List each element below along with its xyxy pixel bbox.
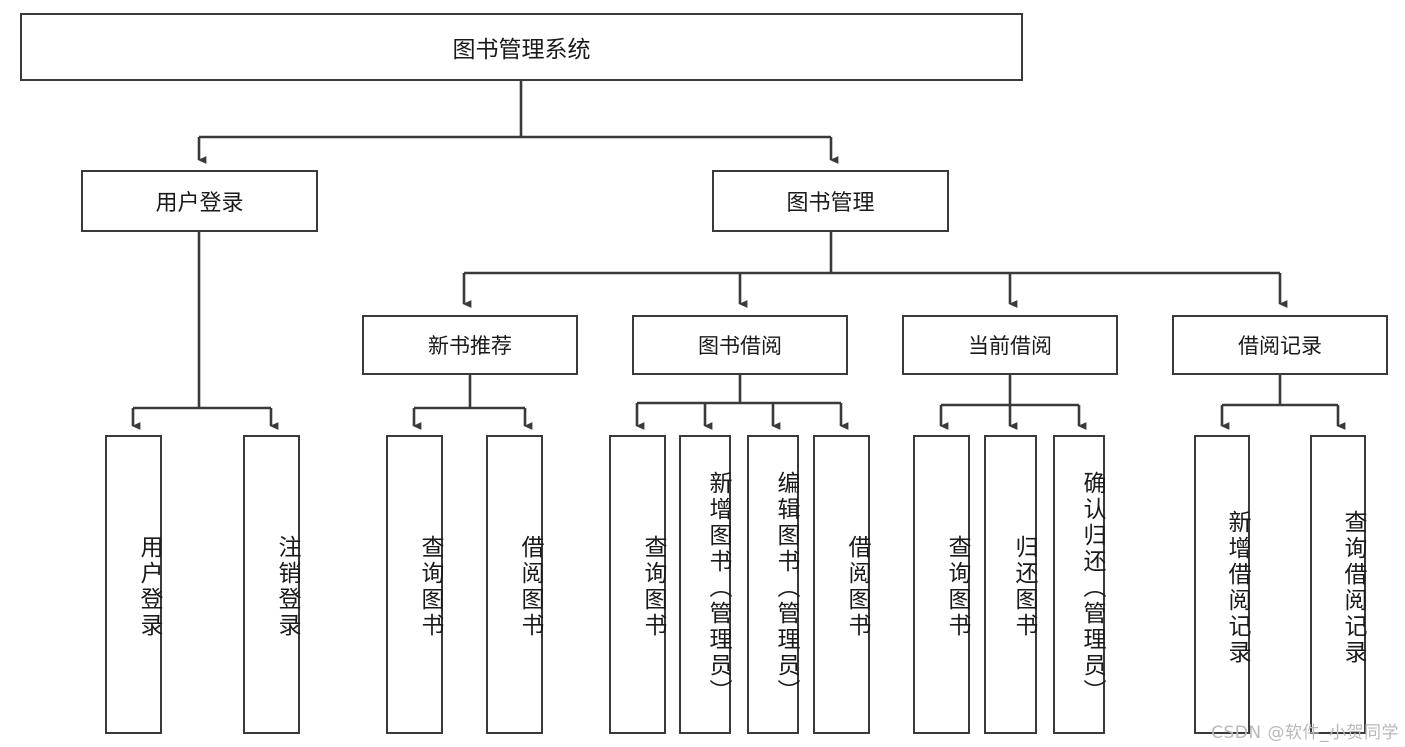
node-book-management[interactable]: 图书管理 — [712, 170, 949, 232]
leaf-user-login-login[interactable]: 用户登录 — [105, 435, 162, 734]
leaf-book-borrow-borrow-book[interactable]: 借阅图书 — [813, 435, 870, 734]
node-label: 确认归还（管理员） — [1079, 470, 1105, 705]
node-label: 归还图书 — [1011, 534, 1037, 639]
node-label: 借阅图书 — [517, 534, 543, 639]
node-label: 新增借阅记录 — [1224, 509, 1250, 666]
leaf-book-borrow-edit-book-admin[interactable]: 编辑图书（管理员） — [747, 435, 799, 734]
node-label: 新书推荐 — [428, 334, 512, 358]
watermark-text: CSDN @软件_小贺同学 — [1211, 723, 1399, 743]
node-new-book-recommend[interactable]: 新书推荐 — [362, 315, 578, 375]
node-label: 查询图书 — [640, 534, 666, 639]
leaf-current-borrow-confirm-return-admin[interactable]: 确认归还（管理员） — [1053, 435, 1105, 734]
leaf-current-borrow-query-book[interactable]: 查询图书 — [913, 435, 970, 734]
node-root-system[interactable]: 图书管理系统 — [20, 13, 1023, 81]
node-label: 图书管理 — [786, 191, 875, 216]
node-label: 新增图书（管理员） — [705, 470, 731, 705]
leaf-borrow-record-query-record[interactable]: 查询借阅记录 — [1310, 435, 1366, 734]
leaf-user-login-logout[interactable]: 注销登录 — [243, 435, 300, 734]
leaf-new-book-borrow-book[interactable]: 借阅图书 — [486, 435, 543, 734]
leaf-book-borrow-query-book[interactable]: 查询图书 — [609, 435, 666, 734]
leaf-new-book-query-book[interactable]: 查询图书 — [386, 435, 443, 734]
node-label: 查询图书 — [944, 534, 970, 639]
node-label: 注销登录 — [274, 534, 300, 639]
node-book-borrow[interactable]: 图书借阅 — [632, 315, 848, 375]
node-user-login[interactable]: 用户登录 — [81, 170, 318, 232]
node-label: 编辑图书（管理员） — [773, 470, 799, 705]
leaf-book-borrow-add-book-admin[interactable]: 新增图书（管理员） — [679, 435, 731, 734]
node-label: 借阅记录 — [1238, 334, 1322, 358]
node-label: 图书管理系统 — [452, 37, 591, 63]
node-label: 用户登录 — [155, 191, 244, 216]
leaf-borrow-record-add-record[interactable]: 新增借阅记录 — [1194, 435, 1250, 734]
node-label: 借阅图书 — [844, 534, 870, 639]
node-label: 用户登录 — [136, 534, 162, 639]
node-label: 当前借阅 — [968, 334, 1052, 358]
node-label: 图书借阅 — [698, 334, 782, 358]
node-label: 查询图书 — [417, 534, 443, 639]
node-current-borrow[interactable]: 当前借阅 — [902, 315, 1118, 375]
node-borrow-record[interactable]: 借阅记录 — [1172, 315, 1388, 375]
leaf-current-borrow-return-book[interactable]: 归还图书 — [984, 435, 1037, 734]
node-label: 查询借阅记录 — [1340, 509, 1366, 666]
